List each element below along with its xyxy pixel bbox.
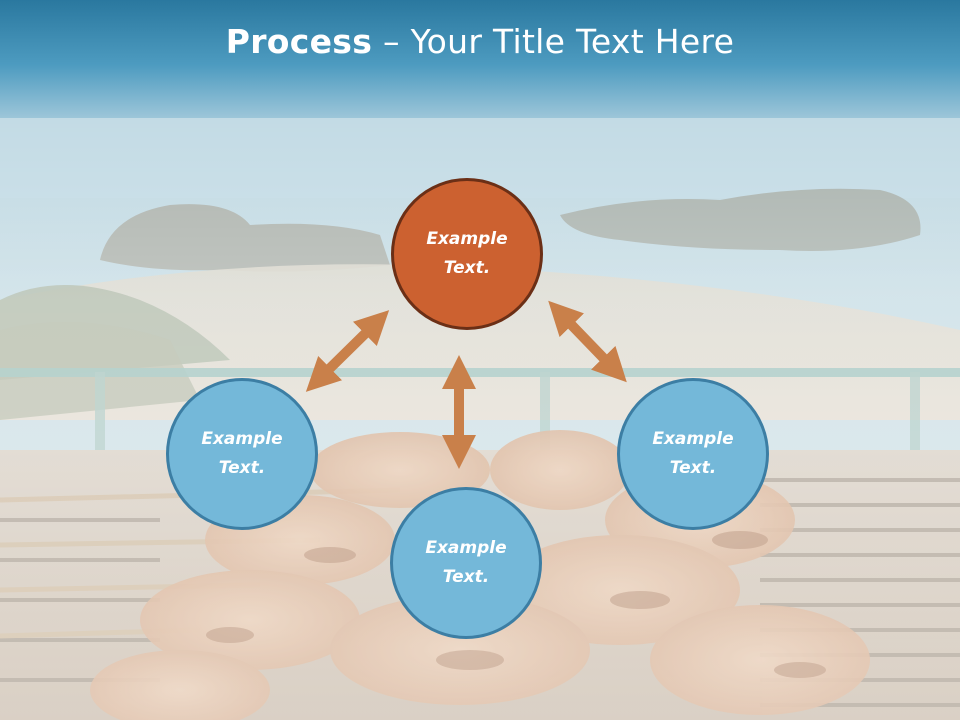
node-bottom-line1: Example bbox=[425, 538, 507, 558]
process-node-top: Example Text. bbox=[391, 178, 543, 330]
node-right-line2: Text. bbox=[669, 458, 717, 478]
title-bar: Process – Your Title Text Here bbox=[0, 0, 960, 135]
process-node-right: Example Text. bbox=[617, 378, 769, 530]
process-node-left: Example Text. bbox=[166, 378, 318, 530]
arrow-left-to-top bbox=[305, 310, 390, 392]
node-left-line2: Text. bbox=[218, 458, 266, 478]
title-dash: – bbox=[372, 22, 411, 61]
node-top-line2: Text. bbox=[443, 258, 491, 278]
process-node-bottom: Example Text. bbox=[390, 487, 542, 639]
title-bold-text: Process bbox=[225, 22, 373, 61]
node-left-line1: Example bbox=[201, 429, 283, 449]
title-rest-text: Your Title Text Here bbox=[410, 22, 735, 61]
slide-title: Process – Your Title Text Here bbox=[226, 22, 735, 61]
node-right-line1: Example bbox=[652, 429, 734, 449]
node-top-line1: Example bbox=[426, 229, 508, 249]
arrow-right-to-top bbox=[548, 300, 627, 383]
node-bottom-line2: Text. bbox=[442, 567, 490, 587]
